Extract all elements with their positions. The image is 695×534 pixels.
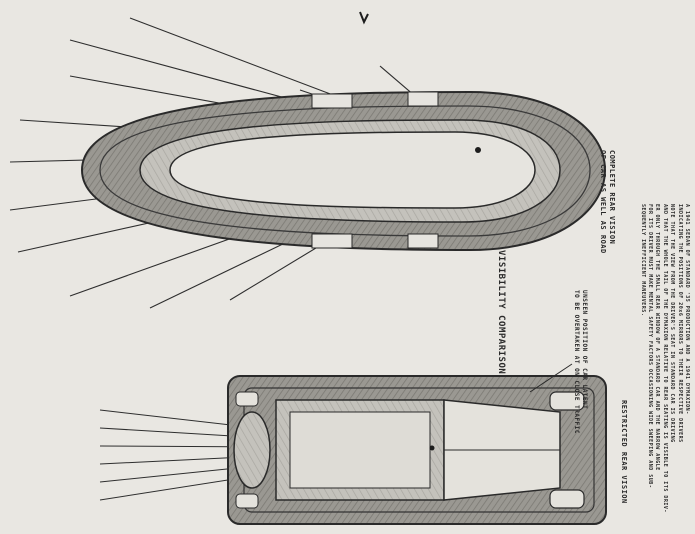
- visibility-comparison-title: VISIBILITY COMPARISON: [496, 250, 506, 375]
- wheel-rear-top: [311, 93, 353, 109]
- complete-rear-vision-line-1: COMPLETE REAR VISION: [608, 150, 616, 245]
- driver-position: [475, 147, 481, 153]
- caption-line-5: ER ONLY THROUGH THE SMALL REAR WINDOW OF…: [654, 204, 661, 471]
- dymaxion-car: [80, 90, 607, 252]
- caption-line-2: INDICATING THE POSITIONS OF 20x6 MIRRORS…: [676, 204, 683, 443]
- caption-line-1: A 1941 SEDAN OF STANDARD '35 PRODUCTION …: [684, 204, 690, 415]
- standard-rear-fender-top: [235, 391, 259, 407]
- restricted-rear-vision-label: RESTRICTED REAR VISION: [620, 400, 628, 504]
- unseen-position-leader: [529, 363, 573, 393]
- standard-car: [227, 375, 607, 525]
- unseen-position-line-2: TO BE OVERTAKEN AT ON CLOSE TRAFFIC: [573, 290, 580, 434]
- wheel-rear-bottom: [311, 233, 353, 249]
- standard-driver-position: [429, 445, 435, 451]
- unseen-position-line-1: UNSEEN POSITION OF CAR LATENT: [581, 290, 588, 410]
- caption-line-7: SEQUENTLY INEFFICIENT MANEUVERS.: [639, 204, 646, 317]
- complete-rear-vision-line-2: OF CAR AS WELL AS ROAD: [599, 150, 607, 254]
- complete-rear-vision-label: COMPLETE REAR VISION OF CAR AS WELL AS R…: [598, 150, 616, 254]
- standard-rear-fender-bottom: [235, 493, 259, 509]
- caption-line-4: AND THAT THE WHOLE TAIL OF THE DYMAXION …: [661, 204, 668, 513]
- wheel-front-bottom: [407, 233, 439, 249]
- standard-fender-bottom: [549, 489, 585, 509]
- standard-rear-window: [233, 411, 271, 489]
- caption-line-6: FOR ITS DRIVER MUST MAKE MENTAL SAFETY F…: [646, 204, 653, 489]
- caption-line-3: NOTE THAT THE VIEW FROM THE DRIVER'S SEA…: [669, 204, 676, 443]
- caption-block: A 1941 SEDAN OF STANDARD '35 PRODUCTION …: [638, 204, 690, 513]
- unseen-position-label: UNSEEN POSITION OF CAR LATENT TO BE OVER…: [572, 290, 588, 434]
- wheel-front-top: [407, 91, 439, 107]
- corner-mark: [359, 11, 369, 25]
- standard-fender-top: [549, 391, 585, 411]
